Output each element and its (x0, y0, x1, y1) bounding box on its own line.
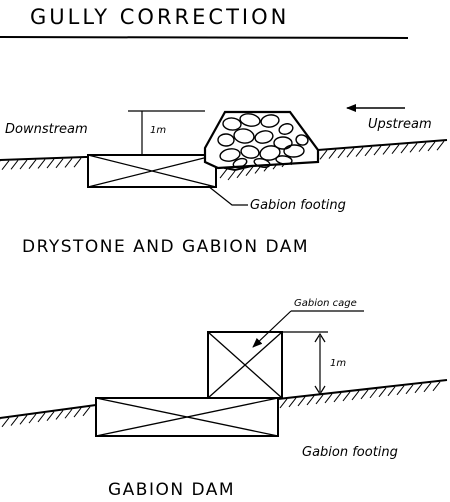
upstream-label: Upstream (368, 117, 432, 132)
cage-arrow-icon (252, 310, 292, 348)
caption: DRYSTONE AND GABION DAM (22, 237, 309, 257)
gabion-footing-box (95, 397, 279, 437)
page-title: GULLY CORRECTION (30, 5, 289, 29)
height-label: 1m (330, 358, 346, 369)
gabion-cage-box (207, 331, 283, 399)
dimension-arrow-down-icon (314, 385, 326, 396)
height-label: 1m (150, 125, 166, 136)
gabion-footing-box (87, 154, 217, 188)
title-underline (0, 36, 409, 39)
downstream-label: Downstream (5, 122, 88, 137)
footing-leader-line (207, 185, 248, 206)
drystone-mound (203, 110, 320, 170)
ground-line (0, 379, 448, 419)
gabion-dam-diagram: Gabion cage 1m Gabion footing GABION DAM (0, 298, 448, 500)
footing-label: Gabion footing (250, 198, 346, 213)
cage-label: Gabion cage (294, 298, 357, 309)
caption: GABION DAM (108, 480, 235, 500)
ground-hatching (0, 381, 441, 428)
drystone-gabion-dam-diagram: 1m Downstream Upstream Gabion footing DR… (0, 104, 448, 257)
footing-label: Gabion footing (302, 445, 398, 460)
dimension-arrow-up-icon (314, 332, 326, 343)
dry-stones (217, 113, 309, 169)
